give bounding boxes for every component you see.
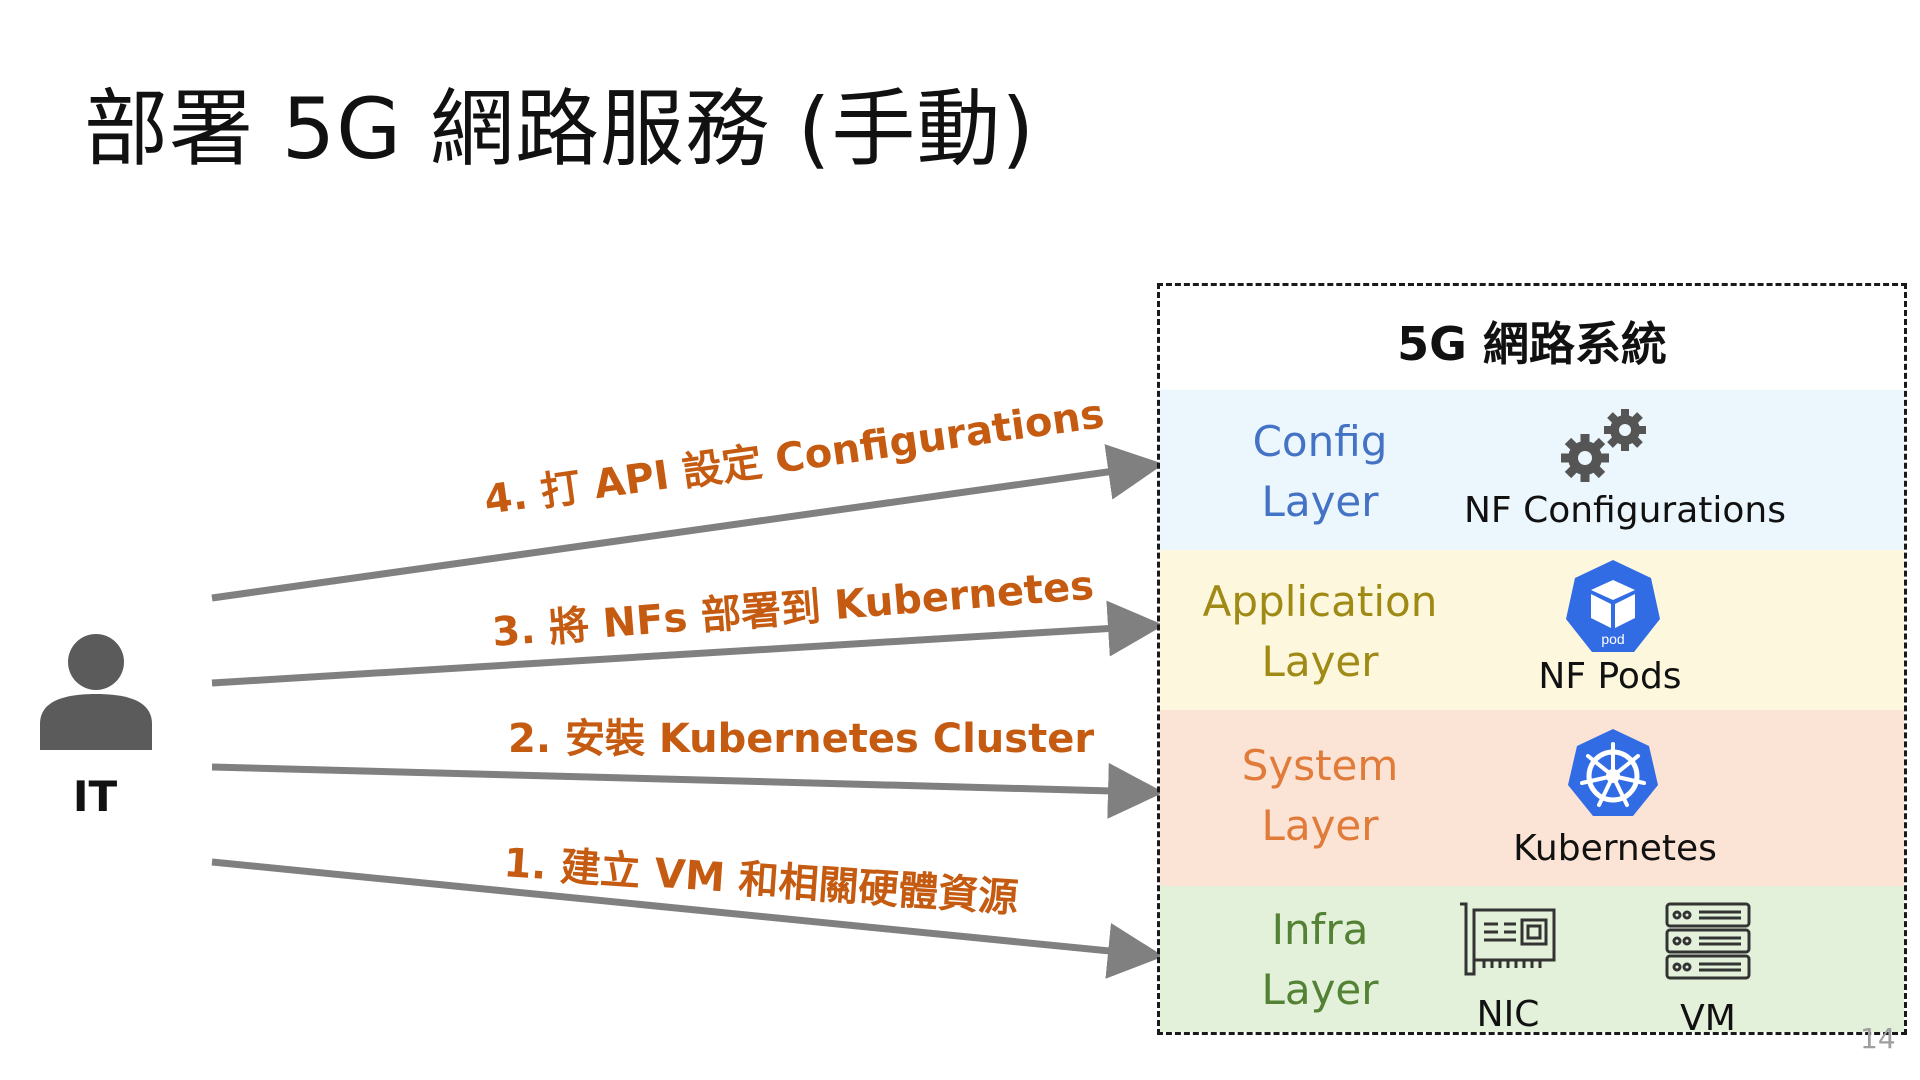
person-icon	[40, 634, 152, 750]
layer-name-line2: Layer	[1261, 477, 1379, 526]
component-label: NF Configurations	[1464, 490, 1786, 531]
component-label: NIC	[1476, 994, 1540, 1035]
kubernetes-helm-icon	[1568, 729, 1658, 816]
infra-layer-name: Infra Layer	[1180, 900, 1460, 1020]
config-layer-name: Config Layer	[1180, 412, 1460, 532]
system-title: 5G 網路系統	[1397, 317, 1667, 371]
layer-name-line1: Application	[1202, 577, 1438, 626]
infra-layer: Infra Layer NIC	[1160, 886, 1904, 1039]
5g-system-container: 5G 網路系統 Config Layer NF Con	[1157, 283, 1907, 1039]
server-rack-icon	[1665, 902, 1751, 980]
pod-icon: pod	[1566, 560, 1660, 652]
layer-name-line2: Layer	[1261, 801, 1379, 850]
nic-card-icon	[1460, 902, 1556, 976]
layer-name-line1: Config	[1252, 417, 1388, 466]
actor-label: IT	[72, 772, 118, 821]
system-layer: System Layer Kubernetes	[1160, 710, 1904, 886]
system-layer-name: System Layer	[1180, 736, 1460, 856]
layer-name-line2: Layer	[1261, 965, 1379, 1014]
application-layer-name: Application Layer	[1180, 572, 1460, 692]
step-2-label: 2. 安裝 Kubernetes Cluster	[508, 716, 1095, 762]
component-label: Kubernetes	[1513, 828, 1717, 869]
page-number: 14	[1860, 1022, 1896, 1055]
pod-icon-text: pod	[1601, 631, 1624, 647]
component-label: VM	[1680, 998, 1736, 1039]
layer-name-line1: System	[1241, 741, 1399, 790]
arrow-step-3	[211, 600, 1164, 687]
arrow-step-2	[211, 762, 1164, 819]
gears-icon	[1561, 409, 1646, 482]
arrow-step-4	[211, 444, 1164, 602]
layer-name-line1: Infra	[1271, 905, 1369, 954]
slide-title: 部署 5G 網路服務 (手動)	[84, 80, 1036, 178]
application-layer: Application Layer pod NF Pods	[1160, 550, 1904, 710]
config-layer: Config Layer NF Configurations	[1160, 390, 1904, 550]
component-label: NF Pods	[1538, 656, 1682, 697]
arrow-step-1	[211, 858, 1164, 979]
layer-name-line2: Layer	[1261, 637, 1379, 686]
